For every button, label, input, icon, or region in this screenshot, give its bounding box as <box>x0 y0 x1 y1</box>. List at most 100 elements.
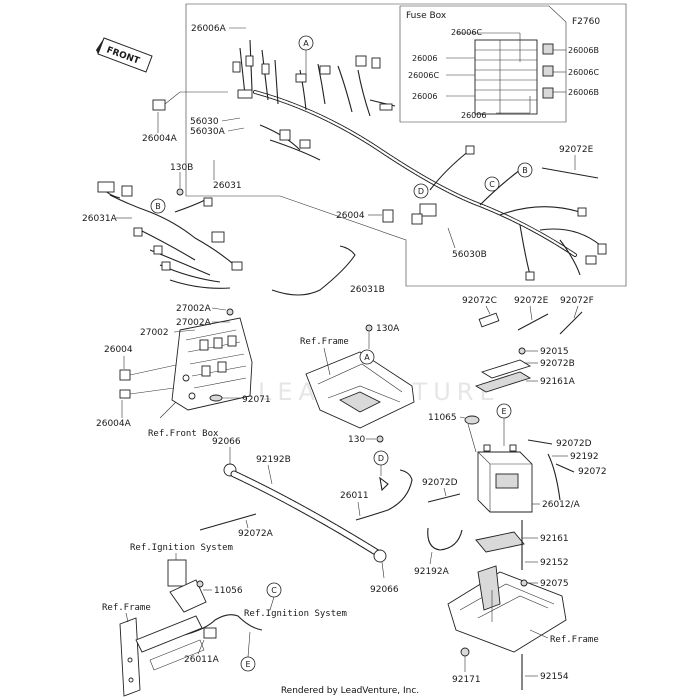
part-92072C <box>478 312 500 328</box>
part-92071 <box>209 394 223 402</box>
label-92072C: 92072C <box>462 296 497 306</box>
label-26004A-left: 26004A <box>96 419 132 429</box>
part-11065 <box>464 415 480 425</box>
label-92152: 92152 <box>540 558 569 568</box>
fuse-label-l3: 26006C <box>408 71 439 80</box>
ref-ignition-2: Ref.Ignition System <box>244 609 347 619</box>
label-26006A: 26006A <box>191 24 227 34</box>
callout-d1: D <box>413 183 429 199</box>
callout-c2: C <box>266 582 282 611</box>
part-92072F <box>559 311 583 335</box>
callout-a2: A <box>359 349 375 365</box>
part-92072A <box>199 513 257 531</box>
battery <box>477 444 533 513</box>
callout-c1: C <box>484 176 500 192</box>
label-92072D-right: 92072D <box>556 439 592 449</box>
label-56030A: 56030A <box>190 127 226 137</box>
callout-d2: D <box>373 450 389 476</box>
part-92161 <box>475 531 525 553</box>
fuse-label-l5: 26006 <box>461 111 486 120</box>
label-26004A-top: 26004A <box>142 134 178 144</box>
label-92192: 92192 <box>570 452 599 462</box>
fuse-label-l2: 26006 <box>412 54 437 63</box>
part-92072E-top <box>541 167 599 179</box>
part-26011A <box>179 614 263 637</box>
label-92072E: 92072E <box>514 296 549 306</box>
callout-e2: E <box>240 631 256 672</box>
label-92171: 92171 <box>452 675 481 685</box>
label-92072A: 92072A <box>238 529 274 539</box>
label-27002: 27002 <box>140 328 169 338</box>
part-26031B <box>271 245 356 296</box>
ref-front-box: Ref.Front Box <box>148 429 219 439</box>
label-11056: 11056 <box>214 586 243 596</box>
label-92066-bot: 92066 <box>370 585 399 595</box>
part-92192A <box>427 527 463 551</box>
fuse-label-r2: 26006C <box>568 68 599 77</box>
svg-text:A: A <box>364 353 370 362</box>
svg-text:E: E <box>245 660 250 669</box>
front-box-assembly <box>159 317 253 419</box>
battery-tray <box>447 565 567 653</box>
label-92161A: 92161A <box>540 377 576 387</box>
label-130: 130 <box>348 435 365 445</box>
svg-text:B: B <box>522 166 528 175</box>
fuse-label-l4: 26006 <box>412 92 437 101</box>
label-27002A-1: 27002A <box>176 304 212 314</box>
frame-center <box>305 351 415 429</box>
part-92072E <box>517 313 549 331</box>
label-92192A: 92192A <box>414 567 450 577</box>
label-26031B: 26031B <box>350 285 385 295</box>
ref-frame-1: Ref.Frame <box>300 337 349 347</box>
fuse-box-title: Fuse Box <box>406 11 447 21</box>
part-11056 <box>169 579 207 613</box>
label-92071: 92071 <box>242 395 271 405</box>
label-27002A-2: 27002A <box>176 318 212 328</box>
part-130B <box>176 188 184 196</box>
svg-text:C: C <box>489 180 495 189</box>
callout-a1: A <box>298 35 314 74</box>
part-92161A <box>474 371 532 393</box>
part-92072D-right <box>527 439 553 445</box>
label-92072: 92072 <box>578 467 607 477</box>
label-11065: 11065 <box>428 413 457 423</box>
sub-harness-26031A <box>97 181 243 289</box>
part-26011 <box>355 469 413 521</box>
label-26031A: 26031A <box>82 214 118 224</box>
part-92075 <box>520 579 528 587</box>
label-26031: 26031 <box>213 181 242 191</box>
part-26004-left <box>119 369 131 381</box>
part-92072D <box>427 493 461 503</box>
label-92015: 92015 <box>540 347 569 357</box>
callout-e1: E <box>496 403 512 446</box>
harness-group-frame <box>185 3 627 287</box>
label-92154: 92154 <box>540 672 569 682</box>
part-130A <box>365 324 373 332</box>
conduit-92192B <box>230 470 380 556</box>
leader-26004A-top <box>164 91 228 105</box>
part-92072B <box>480 359 532 379</box>
callout-b2: B <box>517 162 533 178</box>
label-26011: 26011 <box>340 491 369 501</box>
fuse-box-drawing <box>446 32 566 115</box>
label-26012A: 26012/A <box>542 500 581 510</box>
svg-text:B: B <box>155 202 161 211</box>
part-26004A-left <box>119 389 131 399</box>
label-56030: 56030 <box>190 117 219 127</box>
svg-text:D: D <box>418 187 424 196</box>
ref-frame-2: Ref.Frame <box>102 603 151 613</box>
part-92171 <box>460 647 470 657</box>
fuse-label-r1: 26006B <box>568 46 599 55</box>
label-92066-top: 92066 <box>212 437 241 447</box>
fuse-label-l1: 26006C <box>451 28 482 37</box>
frame-lower-left <box>119 615 205 697</box>
main-harness <box>232 39 607 281</box>
label-92072F: 92072F <box>560 296 594 306</box>
label-26004-mid: 26004 <box>336 211 365 221</box>
callout-b1: B <box>150 198 166 214</box>
label-92072E-top: 92072E <box>559 145 594 155</box>
footer-credit: Rendered by LeadVenture, Inc. <box>281 686 419 696</box>
label-92072D: 92072D <box>422 478 458 488</box>
front-arrow: FRONT <box>96 37 153 73</box>
label-26011A: 26011A <box>184 655 220 665</box>
